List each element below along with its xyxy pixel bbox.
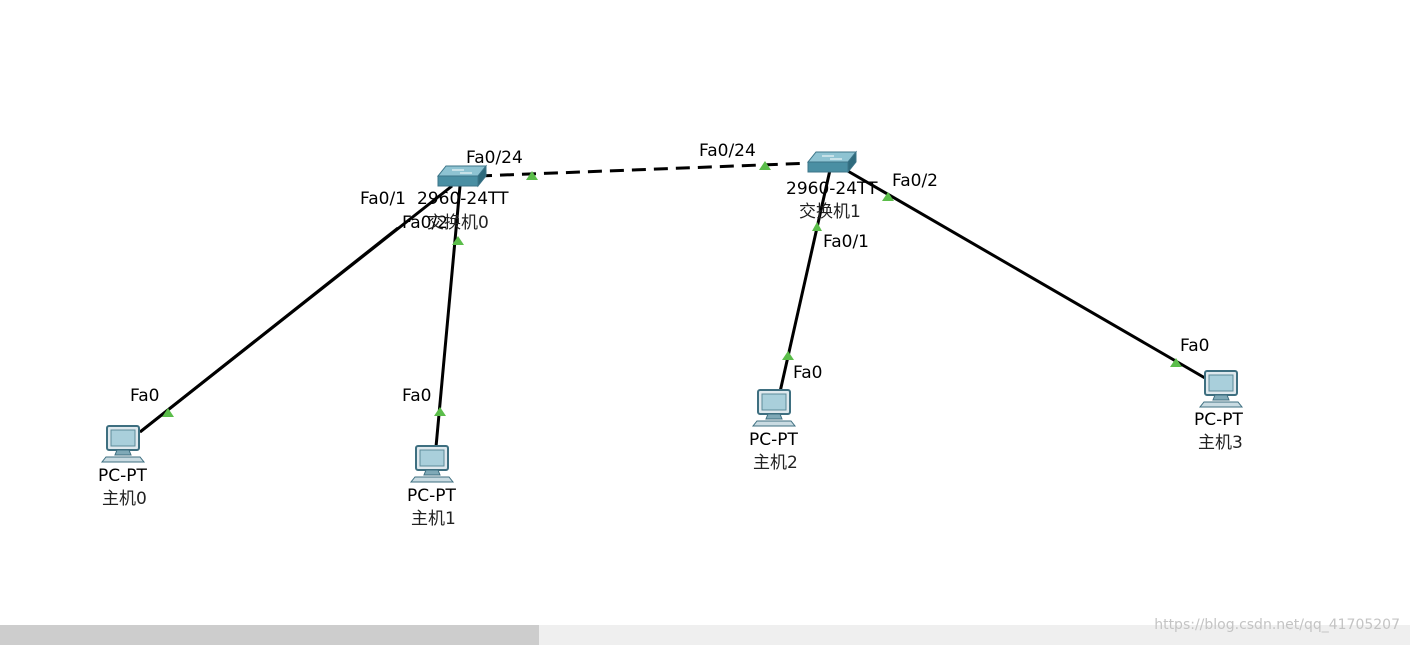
link-up-indicator	[526, 171, 538, 180]
links	[139, 161, 1206, 448]
link-up-indicator	[882, 192, 894, 201]
pc-icon-host3[interactable]	[1198, 370, 1244, 408]
link-up-indicator	[759, 161, 771, 170]
link-up-indicator	[812, 222, 822, 231]
host2-name-label: 主机2	[753, 453, 798, 473]
link-up-indicator	[782, 351, 794, 360]
port-label-host1-fa0: Fa0	[402, 386, 432, 406]
switch1-icon[interactable]	[806, 150, 858, 174]
switch1-name-label: 交换机1	[799, 202, 861, 222]
host3-name-label: 主机3	[1198, 433, 1243, 453]
host3-model-label: PC-PT	[1194, 410, 1243, 430]
switch0-model-label: 2960-24TT	[417, 189, 509, 209]
host0-name-label: 主机0	[102, 489, 147, 509]
link-up-indicator	[1170, 358, 1182, 367]
pc-icon-host1[interactable]	[409, 445, 455, 483]
host2-model-label: PC-PT	[749, 430, 798, 450]
port-label-sw0-fa0-1: Fa0/1	[360, 189, 406, 209]
pc-icon-host0[interactable]	[100, 425, 146, 463]
link-switch0-host1[interactable]	[434, 185, 462, 448]
link-up-indicator	[452, 236, 464, 245]
pc-icon-host2[interactable]	[751, 389, 797, 427]
link-up-indicator	[434, 407, 446, 416]
link-status-indicators	[162, 161, 1182, 417]
port-label-host2-fa0: Fa0	[793, 363, 823, 383]
port-label-host0-fa0: Fa0	[130, 386, 160, 406]
host1-model-label: PC-PT	[407, 486, 456, 506]
port-label-sw1-fa0-24: Fa0/24	[699, 141, 756, 161]
link-switch0-host0-lower[interactable]	[139, 226, 399, 434]
horizontal-scrollbar[interactable]	[0, 625, 1410, 645]
watermark: https://blog.csdn.net/qq_41705207	[1154, 617, 1400, 633]
scrollbar-thumb[interactable]	[0, 625, 539, 645]
link-switch1-host3[interactable]	[845, 168, 1206, 380]
switch1-model-label: 2960-24TT	[786, 179, 878, 199]
link-up-indicator	[162, 408, 174, 417]
port-label-sw1-fa0-2: Fa0/2	[892, 171, 938, 191]
port-label-host3-fa0: Fa0	[1180, 336, 1210, 356]
host0-model-label: PC-PT	[98, 466, 147, 486]
switch0-icon[interactable]	[436, 164, 488, 188]
port-label-sw0-fa0-24: Fa0/24	[466, 148, 523, 168]
port-label-sw0-fa0-2: Fa0/2	[402, 213, 448, 233]
host1-name-label: 主机1	[411, 509, 456, 529]
switch0-name-label: 交换机0	[427, 213, 489, 233]
port-label-sw1-fa0-1: Fa0/1	[823, 232, 869, 252]
